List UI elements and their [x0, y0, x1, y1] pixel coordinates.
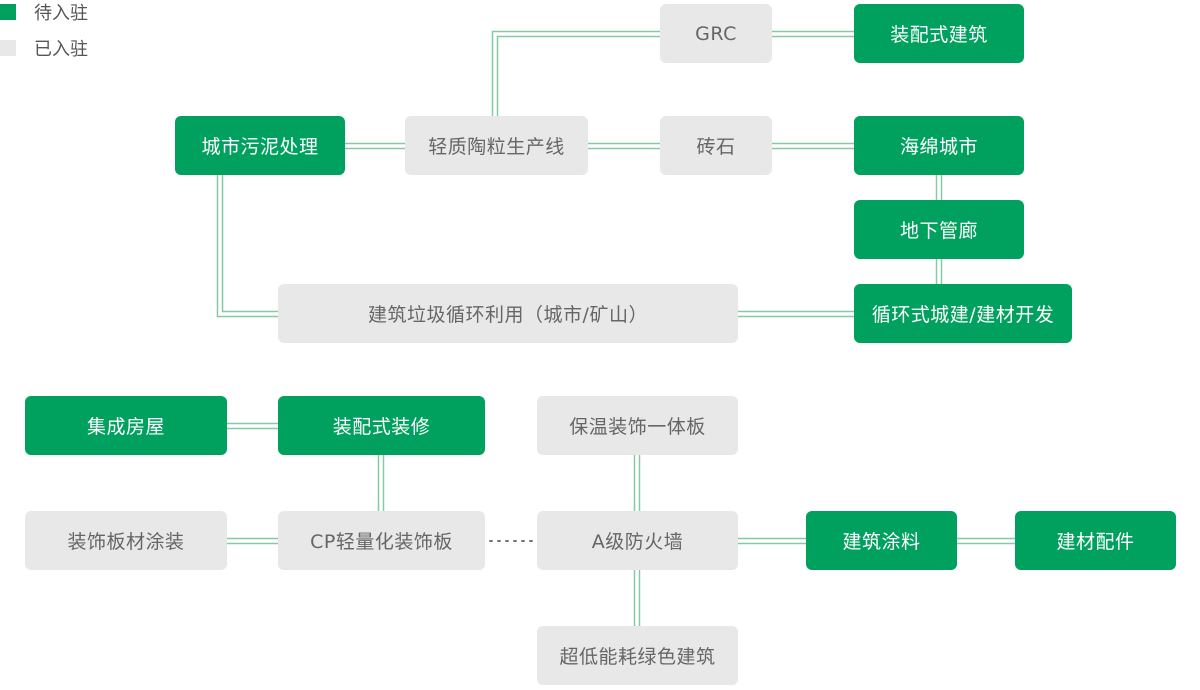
node-waste-recycling: 建筑垃圾循环利用（城市/矿山）: [278, 284, 738, 343]
legend-settled: 已入驻: [0, 36, 88, 60]
connector-sludge-waste: [221, 175, 278, 313]
legend-pending: 待入驻: [0, 0, 88, 24]
legend-swatch-pending: [0, 4, 16, 20]
node-urban-sludge: 城市污泥处理: [175, 116, 345, 175]
node-board-coating: 装饰板材涂装: [25, 511, 227, 570]
connector-ceramsite-grc: [496, 35, 660, 116]
legend-settled-label: 已入驻: [34, 39, 88, 60]
node-building-coating: 建筑涂料: [806, 511, 957, 570]
connector-sludge-waste: [216, 175, 278, 318]
node-grc: GRC: [660, 4, 772, 63]
node-circular-construction: 循环式城建/建材开发: [854, 284, 1072, 343]
node-cp-board: CP轻量化装饰板: [278, 511, 485, 570]
node-a-firewall: A级防火墙: [537, 511, 738, 570]
node-insulation-board: 保温装饰一体板: [537, 396, 738, 455]
node-material-parts: 建材配件: [1015, 511, 1176, 570]
node-ceramsite-line: 轻质陶粒生产线: [405, 116, 588, 175]
legend-swatch-settled: [0, 40, 16, 56]
legend-pending-label: 待入驻: [34, 3, 88, 24]
node-prefab-decoration: 装配式装修: [278, 396, 485, 455]
node-brick-stone: 砖石: [660, 116, 772, 175]
node-integrated-housing: 集成房屋: [25, 396, 227, 455]
node-utility-tunnel: 地下管廊: [854, 200, 1024, 259]
connector-ceramsite-grc: [491, 30, 660, 116]
node-prefab-building: 装配式建筑: [854, 4, 1024, 63]
node-ultra-low-energy: 超低能耗绿色建筑: [537, 626, 738, 685]
node-sponge-city: 海绵城市: [854, 116, 1024, 175]
